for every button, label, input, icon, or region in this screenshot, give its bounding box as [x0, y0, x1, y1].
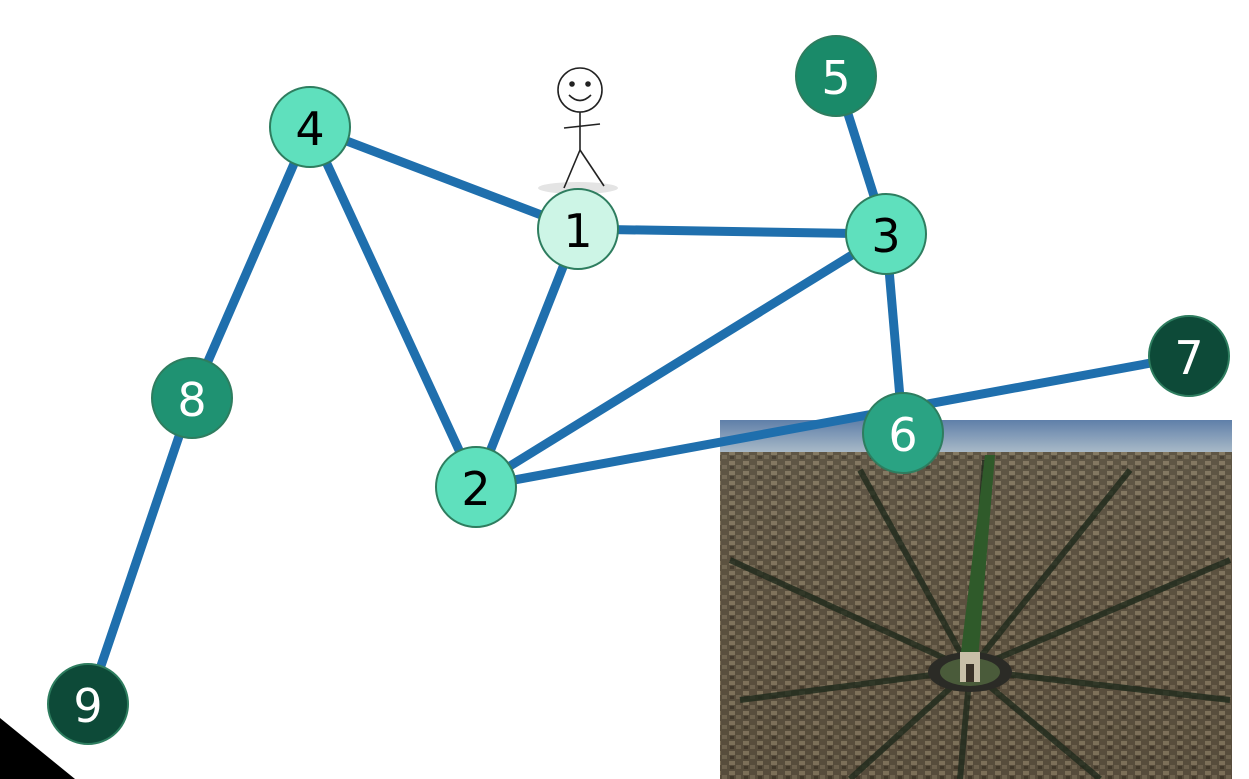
node-circle [537, 188, 619, 270]
node-label: 2 [461, 462, 490, 516]
node-circle [862, 392, 944, 474]
aerial-photo [720, 420, 1232, 779]
node-9: 9 [47, 663, 129, 745]
corner-wedge [0, 718, 75, 779]
edge-3-2 [473, 230, 889, 491]
node-8: 8 [151, 357, 233, 439]
node-circle [845, 193, 927, 275]
node-3: 3 [845, 193, 927, 275]
edge-8-9 [83, 396, 197, 706]
node-circle [795, 35, 877, 117]
node-circle [151, 357, 233, 439]
node-4: 4 [269, 86, 351, 168]
node-layer: 1 2 3 4 5 6 7 8 9 [47, 35, 1230, 745]
node-label: 6 [888, 408, 917, 462]
stick-figure [538, 67, 618, 194]
node-circle [435, 446, 517, 528]
node-label: 9 [73, 679, 102, 733]
node-label: 8 [177, 373, 206, 427]
node-7: 7 [1148, 315, 1230, 397]
node-circle [47, 663, 129, 745]
node-5: 5 [795, 35, 877, 117]
node-circle [269, 86, 351, 168]
node-1: 1 [537, 188, 619, 270]
node-circle [1148, 315, 1230, 397]
node-label: 3 [871, 209, 900, 263]
node-label: 5 [821, 51, 850, 105]
edge-2-7 [475, 351, 1190, 492]
edge-1-2 [471, 227, 583, 489]
edge-4-8 [187, 125, 315, 400]
node-label: 1 [563, 204, 592, 258]
edge-1-3 [577, 224, 887, 239]
edge-4-1 [308, 122, 580, 234]
node-2: 2 [435, 446, 517, 528]
node-label: 7 [1174, 331, 1203, 385]
edge-4-2 [305, 125, 481, 489]
node-label: 4 [295, 102, 324, 156]
node-6: 6 [862, 392, 944, 474]
